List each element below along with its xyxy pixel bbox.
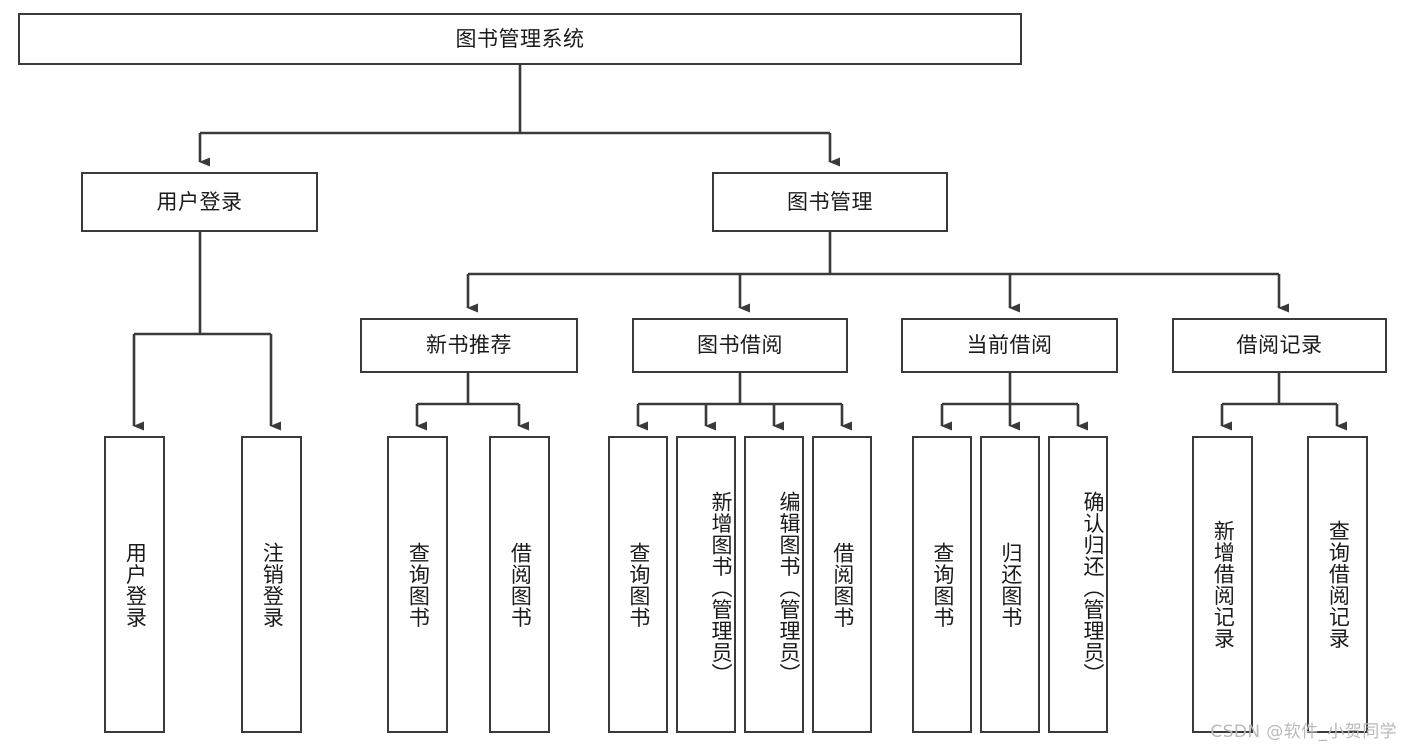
leaf-user-logout-label: 注销登录: [260, 541, 285, 628]
leaf-borrow-book-2-label: 借阅图书: [830, 541, 855, 628]
leaf-add-record[interactable]: 新增借阅记录: [1192, 436, 1253, 733]
node-book-manage[interactable]: 图书管理: [712, 172, 948, 232]
node-current-borrow-label: 当前借阅: [966, 333, 1053, 358]
leaf-add-record-label: 新增借阅记录: [1211, 520, 1236, 649]
leaf-user-logout[interactable]: 注销登录: [241, 436, 302, 733]
node-user-login[interactable]: 用户登录: [81, 172, 318, 232]
leaf-borrow-book-2[interactable]: 借阅图书: [812, 436, 872, 733]
leaf-return-book[interactable]: 归还图书: [980, 436, 1040, 733]
node-new-book-recommend-label: 新书推荐: [426, 333, 512, 358]
leaf-query-book-1-label: 查询图书: [406, 541, 431, 628]
node-book-borrow[interactable]: 图书借阅: [632, 318, 848, 373]
node-new-book-recommend[interactable]: 新书推荐: [360, 318, 578, 373]
leaf-user-login[interactable]: 用户登录: [104, 436, 165, 733]
node-book-borrow-label: 图书借阅: [697, 333, 783, 358]
leaf-user-login-label: 用户登录: [123, 541, 148, 628]
node-root-system[interactable]: 图书管理系统: [18, 13, 1022, 65]
leaf-borrow-book-1[interactable]: 借阅图书: [489, 436, 550, 733]
leaf-add-book[interactable]: 新增图书（管理员）: [676, 436, 736, 733]
leaf-add-book-label: 新增图书（管理员）: [709, 490, 733, 685]
node-book-manage-label: 图书管理: [787, 189, 873, 214]
leaf-confirm-return-label: 确认归还（管理员）: [1081, 490, 1105, 685]
node-root-label: 图书管理系统: [455, 26, 585, 51]
leaf-query-record[interactable]: 查询借阅记录: [1307, 436, 1368, 733]
leaf-edit-book-label: 编辑图书（管理员）: [777, 490, 801, 685]
leaf-query-book-3-label: 查询图书: [930, 541, 955, 628]
leaf-query-record-label: 查询借阅记录: [1326, 520, 1351, 649]
leaf-edit-book[interactable]: 编辑图书（管理员）: [744, 436, 804, 733]
leaf-return-book-label: 归还图书: [998, 541, 1023, 628]
leaf-query-book-3[interactable]: 查询图书: [912, 436, 972, 733]
leaf-query-book-2[interactable]: 查询图书: [608, 436, 668, 733]
node-current-borrow[interactable]: 当前借阅: [901, 318, 1118, 373]
node-borrow-record-label: 借阅记录: [1236, 333, 1323, 358]
node-user-login-label: 用户登录: [156, 189, 243, 214]
leaf-query-book-1[interactable]: 查询图书: [387, 436, 448, 733]
leaf-borrow-book-1-label: 借阅图书: [508, 541, 533, 628]
leaf-query-book-2-label: 查询图书: [626, 541, 651, 628]
node-borrow-record[interactable]: 借阅记录: [1172, 318, 1387, 373]
csdn-watermark: CSDN @软件_小贺同学: [1210, 722, 1397, 742]
leaf-confirm-return[interactable]: 确认归还（管理员）: [1048, 436, 1108, 733]
